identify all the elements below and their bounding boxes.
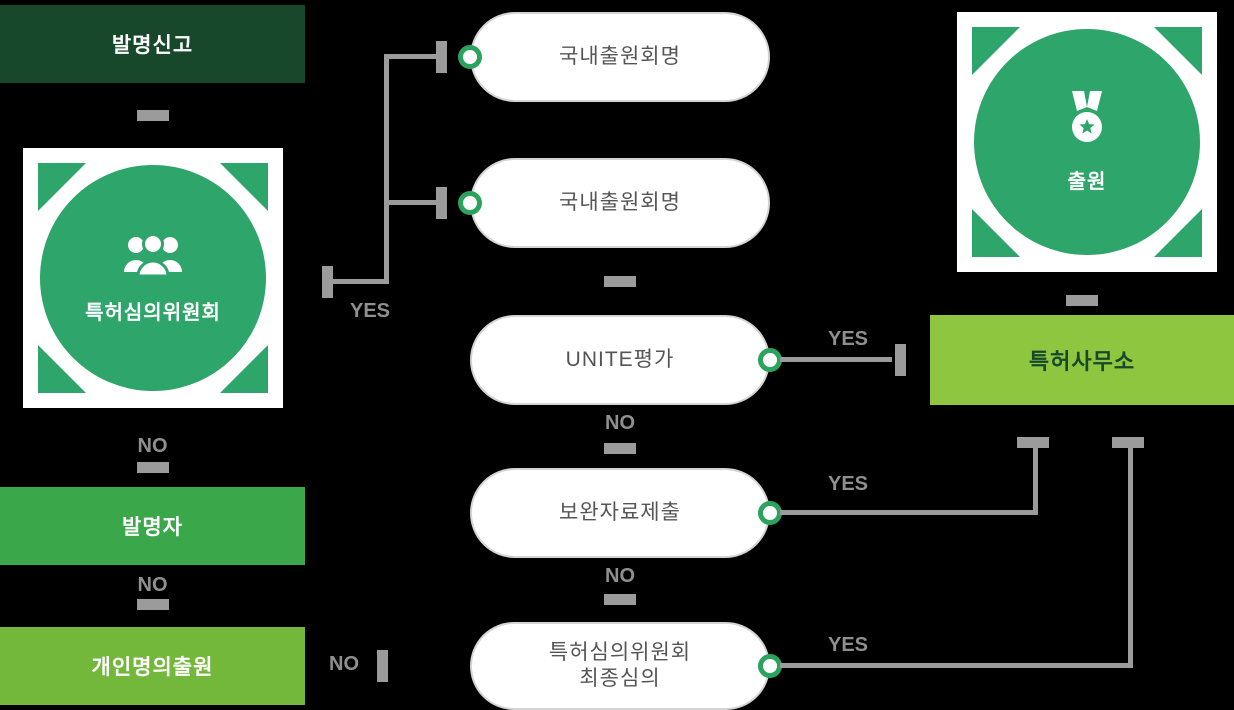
connector-line — [1033, 448, 1038, 515]
connector-dash — [436, 41, 447, 73]
connector-dash — [436, 187, 447, 219]
connector-dash — [1112, 437, 1144, 448]
connector-dash — [137, 599, 169, 610]
no-label: NO — [329, 653, 359, 675]
node-supplementary-materials: 보완자료제출 — [470, 468, 770, 558]
committee-label: 특허심의위원회 — [85, 301, 221, 324]
supplementary-materials-label: 보완자료제출 — [559, 500, 681, 524]
connector-dash — [322, 266, 333, 298]
medal-icon — [1064, 90, 1110, 153]
connector-ring — [758, 501, 782, 525]
node-invention-report: 발명신고 — [0, 5, 305, 83]
yes-label: YES — [827, 473, 869, 495]
yes-label: YES — [349, 300, 391, 322]
connector-dash — [604, 276, 636, 287]
domestic-application-2-label: 국내출원회명 — [559, 190, 681, 214]
connector-line — [780, 510, 1038, 515]
connector-ring — [458, 191, 482, 215]
inventor-label: 발명자 — [122, 516, 183, 539]
patent-office-label: 특허사무소 — [1028, 349, 1136, 374]
node-final-deliberation: 특허심의위원회 최종심의 — [470, 622, 770, 710]
committee-circle: 특허심의위원회 — [40, 165, 266, 391]
node-domestic-application-1: 국내출원회명 — [470, 12, 770, 102]
connector-ring — [758, 348, 782, 372]
yes-label: YES — [827, 328, 869, 350]
node-committee-card: 특허심의위원회 — [23, 148, 283, 408]
connector-dash — [1066, 295, 1098, 306]
connector-dash — [895, 344, 906, 376]
no-label: NO — [137, 435, 168, 457]
connector-line — [780, 663, 1133, 668]
connector-dash — [137, 110, 169, 121]
domestic-application-1-label: 국내출원회명 — [559, 44, 681, 68]
unite-evaluation-label: UNITE평가 — [565, 347, 675, 371]
yes-label: YES — [827, 634, 869, 656]
connector-dash — [377, 650, 388, 682]
connector-dash — [1017, 437, 1049, 448]
final-deliberation-line2: 최종심의 — [579, 667, 661, 690]
connector-dash — [604, 594, 636, 605]
application-label: 출원 — [1067, 170, 1107, 193]
connector-line — [333, 279, 389, 284]
node-patent-office: 특허사무소 — [930, 315, 1234, 405]
connector-ring — [758, 654, 782, 678]
node-application-card: 출원 — [957, 12, 1217, 272]
connector-dash — [137, 462, 169, 473]
no-label: NO — [605, 565, 635, 587]
no-label: NO — [137, 574, 168, 596]
personal-application-label: 개인명의출원 — [91, 656, 214, 679]
connector-line — [1128, 448, 1133, 668]
connector-dash — [604, 443, 636, 454]
connector-ring — [458, 45, 482, 69]
connector-line — [384, 54, 436, 59]
connector-line — [384, 54, 389, 284]
final-deliberation-line1: 특허심의위원회 — [548, 640, 692, 664]
connector-line — [780, 357, 892, 362]
application-circle: 출원 — [974, 29, 1200, 255]
connector-line — [384, 200, 436, 205]
people-group-icon — [122, 232, 184, 284]
node-unite-evaluation: UNITE평가 — [470, 315, 770, 405]
node-domestic-application-2: 국내출원회명 — [470, 158, 770, 248]
node-inventor: 발명자 — [0, 487, 305, 565]
no-label: NO — [605, 412, 635, 434]
invention-report-label: 발명신고 — [111, 34, 194, 57]
node-personal-application: 개인명의출원 — [0, 627, 305, 705]
